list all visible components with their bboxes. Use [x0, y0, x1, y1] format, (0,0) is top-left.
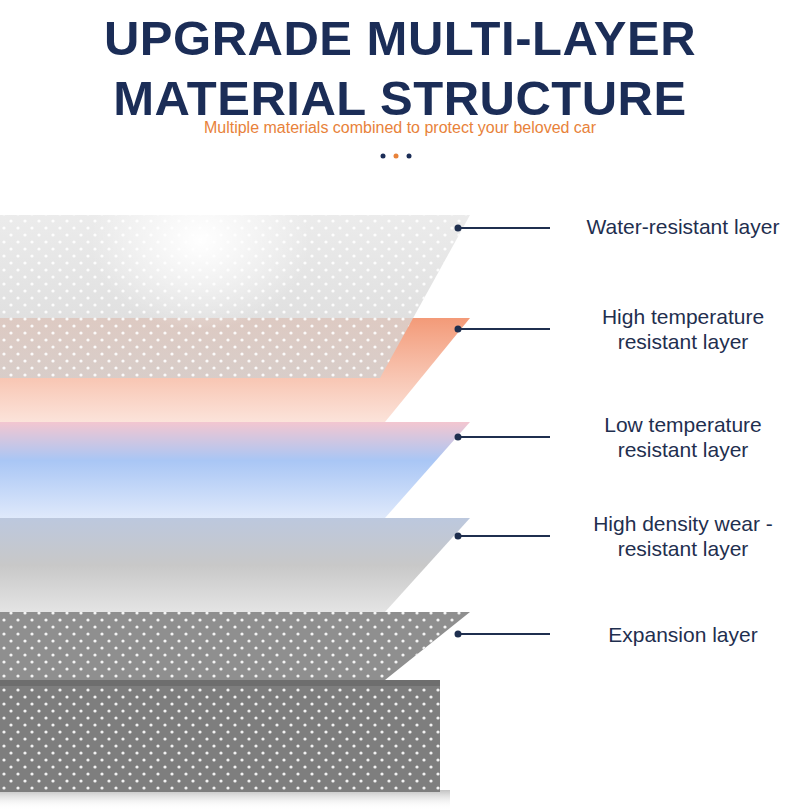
wear-layer: [0, 518, 470, 612]
dot: [381, 154, 386, 159]
expansion-layer: [0, 612, 470, 680]
caption: Multiple materials combined to protect y…: [0, 118, 800, 138]
leader-lines: [456, 226, 551, 637]
layer-label: Expansion layer: [608, 622, 757, 647]
layer-label: High temperature resistant layer: [583, 304, 783, 354]
expansion-layer-side: [0, 680, 440, 792]
layer-label: High density wear -resistant layer: [578, 511, 788, 561]
dot: [394, 154, 399, 159]
low-temp-layer: [0, 422, 470, 518]
title: UPGRADE MULTI-LAYER MATERIAL STRUCTURE: [50, 8, 750, 128]
layer-label: Water-resistant layer: [587, 214, 780, 239]
dot: [407, 154, 412, 159]
layer-label: Low temperature resistant layer: [583, 412, 783, 462]
